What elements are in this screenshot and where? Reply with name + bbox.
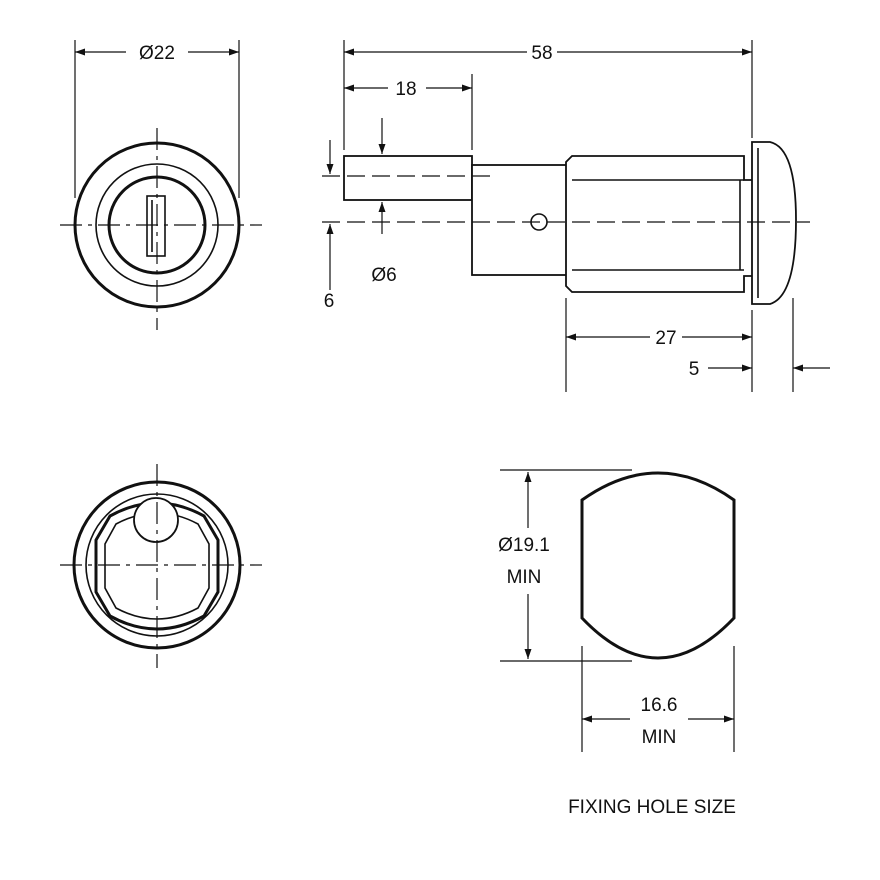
front-diameter-label: Ø22	[139, 43, 175, 64]
head-flange	[751, 141, 797, 305]
rear-view	[60, 464, 262, 668]
hole-width-value: 16.6	[641, 695, 678, 716]
cam-shaft	[343, 155, 473, 201]
front-view: Ø22	[60, 40, 262, 330]
cam-length-label: 18	[395, 79, 416, 100]
flange-thickness-label: 5	[689, 359, 700, 380]
hole-width-suffix: MIN	[642, 727, 677, 748]
overall-length-label: 58	[531, 43, 552, 64]
fixing-hole-caption: FIXING HOLE SIZE	[568, 797, 736, 818]
hole-height-suffix: MIN	[507, 567, 542, 588]
cam-offset-label: 6	[324, 291, 335, 312]
hole-height-value: Ø19.1	[498, 535, 550, 556]
main-barrel	[565, 155, 757, 293]
side-view: 58 18 Ø6 6 27 5	[322, 40, 830, 392]
body-length-label: 27	[655, 328, 676, 349]
rear-pin	[133, 497, 179, 543]
key-slot	[146, 195, 166, 257]
fixing-hole-outline	[580, 471, 736, 660]
fixing-hole-view: Ø19.1 MIN 16.6 MIN FIXING HOLE SIZE	[498, 469, 736, 818]
collar-body	[471, 164, 571, 276]
cam-diameter-label: Ø6	[371, 265, 396, 286]
